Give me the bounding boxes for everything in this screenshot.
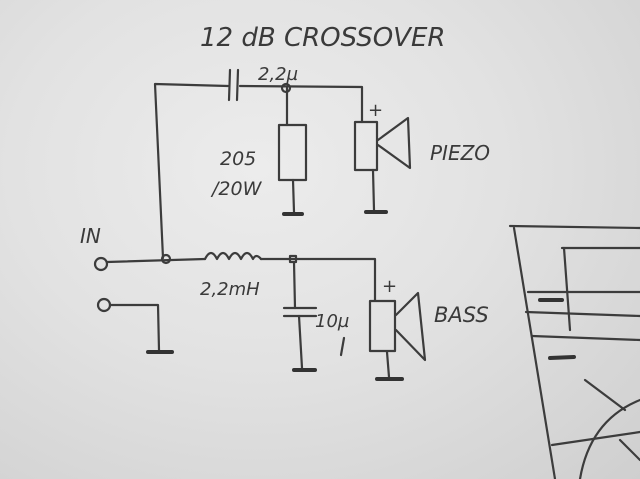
bass-speaker <box>368 291 427 362</box>
woofer-inductor <box>203 251 263 261</box>
partial-sketch <box>508 224 640 479</box>
woofer-inductor-value: 2,2mH <box>200 279 260 300</box>
tweeter-wiring <box>153 82 376 260</box>
input-terminal-positive <box>93 256 109 272</box>
tweeter-capacitor <box>227 68 240 102</box>
diagram-title: 12 dB CROSSOVER <box>200 23 445 53</box>
tweeter-resistor-value-2: /20W <box>210 178 263 200</box>
woofer-capacitor <box>282 306 318 318</box>
bass-label: BASS <box>434 303 489 327</box>
woofer-capacitor-value: 10µ <box>315 311 349 332</box>
tweeter-capacitor-value: 2,2µ <box>258 64 298 85</box>
tweeter-resistor <box>277 123 308 182</box>
piezo-label: PIEZO <box>430 141 490 165</box>
bass-polarity: + <box>382 276 397 297</box>
piezo-speaker <box>353 116 412 172</box>
input-terminal-negative <box>96 297 112 313</box>
piezo-polarity: + <box>368 100 383 121</box>
tweeter-resistor-value-1: 205 <box>220 148 256 170</box>
input-label: IN <box>80 224 101 248</box>
junction-node <box>160 253 172 265</box>
junction-node <box>280 82 292 94</box>
